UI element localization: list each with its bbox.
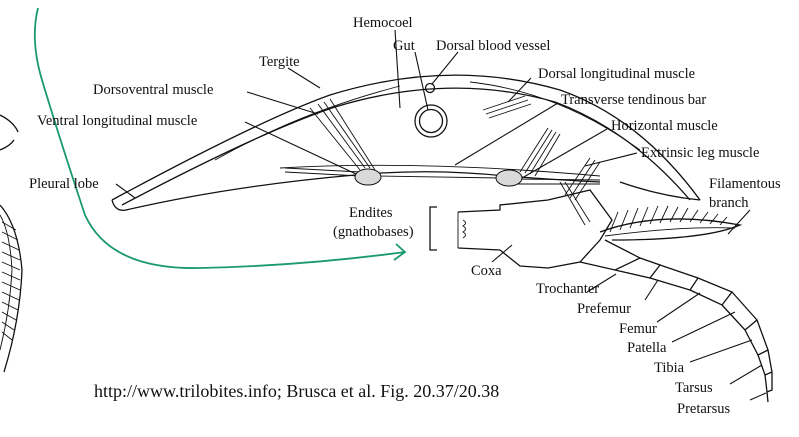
coxa-outline (457, 189, 613, 269)
dorsal-blood-vessel (424, 82, 436, 94)
label-branch: branch (709, 195, 749, 211)
label-ventral-longitudinal-muscle: Ventral longitudinal muscle (37, 113, 197, 129)
label-pretarsus: Pretarsus (677, 401, 731, 417)
tendinous-bar-left (354, 168, 382, 186)
label-tergite: Tergite (259, 54, 300, 70)
label-hemocoel: Hemocoel (353, 15, 413, 31)
gut-inner (418, 108, 444, 134)
label-dorsoventral-muscle: Dorsoventral muscle (93, 82, 213, 98)
label-extrinsic-leg-muscle: Extrinsic leg muscle (641, 145, 759, 161)
trilobite-fossil-edge (0, 114, 23, 373)
label-femur: Femur (619, 321, 657, 337)
label-gut: Gut (393, 38, 415, 54)
biramous-leg (429, 189, 773, 403)
green-annotation-arrow (33, 7, 407, 269)
dorsoventral-muscle (309, 98, 376, 171)
label-trochanter: Trochanter (536, 281, 599, 297)
label-transverse-tendinous-bar: Transverse tendinous bar (561, 92, 706, 108)
endite-bracket (429, 206, 437, 251)
tendinous-bar-right (495, 169, 523, 187)
label-dorsal-blood-vessel: Dorsal blood vessel (436, 38, 550, 54)
cross-section-body (111, 74, 701, 226)
tergite-outer (111, 74, 701, 201)
exopod (599, 218, 743, 241)
label-horizontal-muscle: Horizontal muscle (611, 118, 718, 134)
label-coxa: Coxa (471, 263, 502, 279)
label-filamentous: Filamentous (709, 176, 781, 192)
source-credit: http://www.trilobites.info; Brusca et al… (94, 381, 499, 401)
trilobite-segments (1, 221, 21, 341)
label-pleural-lobe: Pleural lobe (29, 176, 99, 192)
label-patella: Patella (627, 340, 667, 356)
leader-lines (115, 29, 767, 401)
label-prefemur: Prefemur (577, 301, 631, 317)
exopod-filaments (609, 205, 728, 233)
label-endites: Endites (349, 205, 393, 221)
gut-outer (414, 104, 448, 138)
label-tarsus: Tarsus (675, 380, 713, 396)
label-gnathobases: (gnathobases) (333, 224, 414, 240)
label-tibia: Tibia (654, 360, 685, 376)
label-dorsal-longitudinal-muscle: Dorsal longitudinal muscle (538, 66, 695, 82)
pleural-lobe-underside (111, 174, 356, 211)
